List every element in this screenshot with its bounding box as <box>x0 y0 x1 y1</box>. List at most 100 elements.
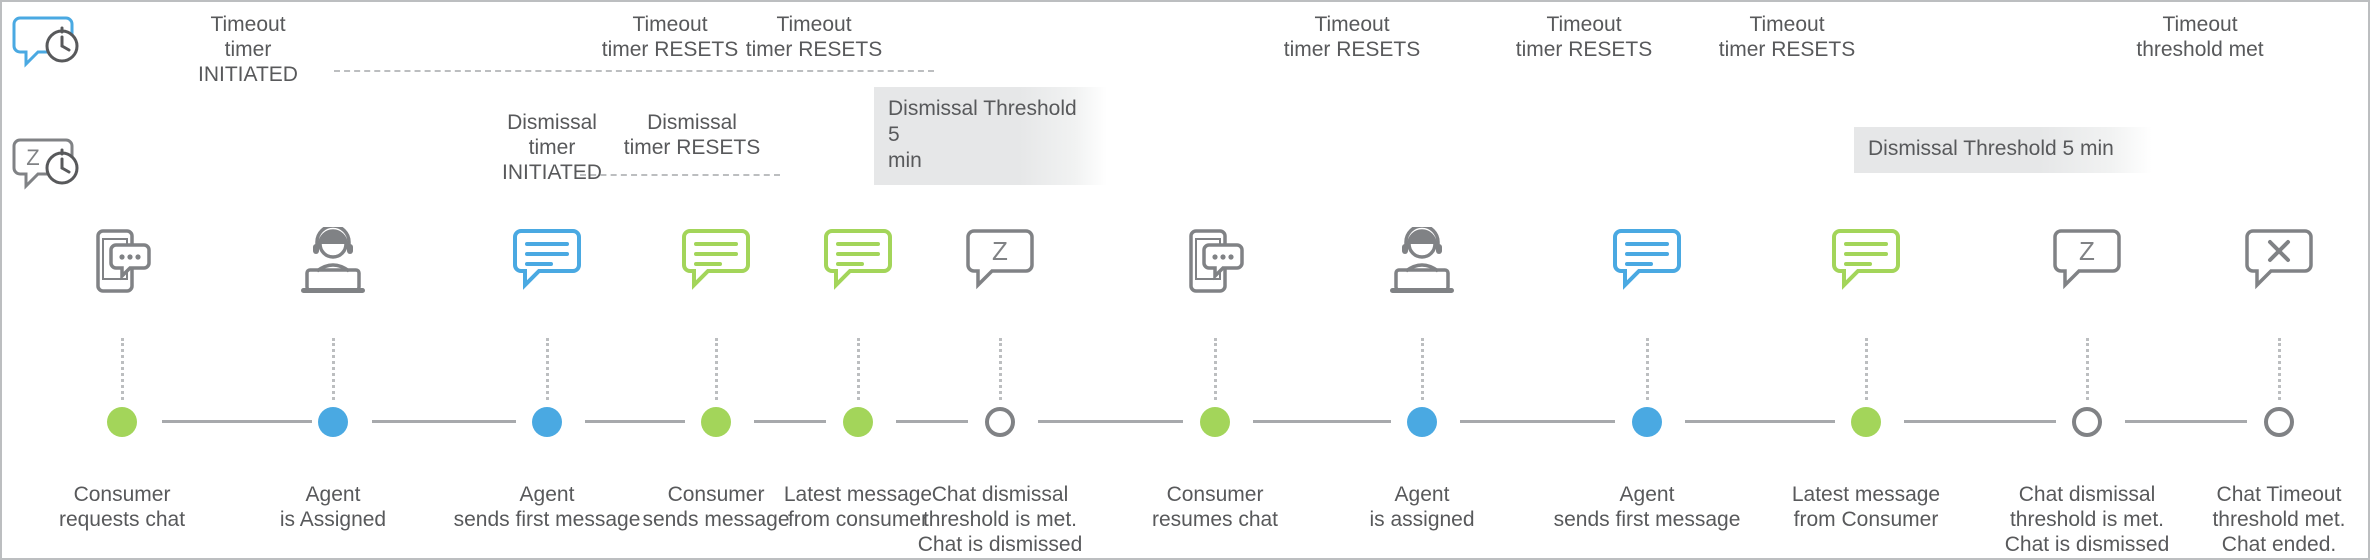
anno-timeout-threshold-met: Timeout threshold met <box>2125 12 2275 62</box>
timeout-dash-connector-1 <box>334 70 934 72</box>
anno-line: timer <box>528 136 576 159</box>
step-tick <box>1421 338 1424 400</box>
anno-line: INITIATED <box>198 63 298 86</box>
mobile-chat-icon <box>1189 229 1244 293</box>
anno-line: Timeout <box>210 13 286 36</box>
timeline-segment <box>162 420 312 423</box>
step-icon-chat-timeout-threshold-met <box>2241 227 2317 296</box>
chat-bubble-lines-icon <box>1832 229 1900 290</box>
step-icon-agent-sends-first-message-1 <box>509 227 585 296</box>
sleep-bubble-icon: Z <box>966 229 1034 290</box>
anno-dismissal-initiated: Dismissal timer INITIATED <box>492 110 612 185</box>
anno-timeout-resets-1: Timeout timer RESETS <box>600 12 740 62</box>
anno-line: Timeout <box>776 13 852 36</box>
step-icon-latest-message-from-consumer-1 <box>820 227 896 296</box>
mobile-chat-icon <box>96 229 151 293</box>
anno-line: INITIATED <box>502 161 602 184</box>
anno-line: timer <box>224 38 272 61</box>
step-tick <box>2278 338 2281 400</box>
caption-line: threshold is met. <box>922 508 1078 531</box>
anno-line: threshold met <box>2136 38 2264 61</box>
anno-line: Dismissal <box>507 111 597 134</box>
timeline-segment <box>1460 420 1615 423</box>
threshold-line: Dismissal Threshold 5 <box>888 97 1077 146</box>
anno-line: timer RESETS <box>1515 38 1653 61</box>
timeline-node-chat-timeout-threshold-met[interactable] <box>2264 407 2294 437</box>
step-tick <box>715 338 718 400</box>
step-tick <box>121 338 124 400</box>
caption-line: Latest message <box>783 483 933 506</box>
svg-text:Z: Z <box>26 145 39 170</box>
step-icon-consumer-requests-chat <box>84 227 160 302</box>
step-icon-consumer-sends-message <box>678 227 754 296</box>
caption-line: Chat dismissal <box>2018 483 2156 506</box>
timeout-timer-legend <box>12 10 84 79</box>
dismissal-dash-connector-1 <box>580 174 780 176</box>
timeline-node-agent-is-assigned-2[interactable] <box>1407 407 1437 437</box>
anno-line: Dismissal <box>647 111 737 134</box>
step-tick <box>2086 338 2089 400</box>
step-icon-agent-sends-first-message-2 <box>1609 227 1685 296</box>
step-tick <box>1865 338 1868 400</box>
caption-line: threshold met. <box>2212 508 2346 531</box>
timeline-node-consumer-requests-chat[interactable] <box>107 407 137 437</box>
threshold-line: Dismissal Threshold 5 min <box>1868 137 2114 160</box>
step-icon-agent-is-assigned-2 <box>1384 224 1460 302</box>
step-tick <box>1214 338 1217 400</box>
timeline-segment <box>896 420 968 423</box>
chat-clock-icon <box>12 16 79 68</box>
anno-timeout-resets-3: Timeout timer RESETS <box>1282 12 1422 62</box>
caption-line: Chat ended. <box>2221 533 2337 556</box>
timeline-node-agent-sends-first-message-2[interactable] <box>1632 407 1662 437</box>
step-tick <box>332 338 335 400</box>
caption-line: Chat is dismissed <box>917 533 1083 556</box>
anno-timeout-resets-4: Timeout timer RESETS <box>1514 12 1654 62</box>
caption-line: Agent <box>1394 483 1450 506</box>
anno-line: Timeout <box>2162 13 2238 36</box>
chat-bubble-lines-icon <box>1613 229 1681 290</box>
caption-line: Agent <box>305 483 361 506</box>
anno-line: timer RESETS <box>1718 38 1856 61</box>
timeline-node-latest-message-from-consumer-1[interactable] <box>843 407 873 437</box>
anno-timeout-initiated: Timeout timer INITIATED <box>188 12 308 87</box>
dismissal-timer-legend: Z <box>12 132 84 201</box>
caption-line: sends message <box>642 508 790 531</box>
timeline-node-agent-is-assigned[interactable] <box>318 407 348 437</box>
timeline-node-latest-message-from-consumer-2[interactable] <box>1851 407 1881 437</box>
svg-text:Z: Z <box>2079 236 2095 266</box>
dismissal-threshold-box-1: Dismissal Threshold 5 min <box>874 87 1107 185</box>
caption-line: Consumer <box>73 483 171 506</box>
timeline-segment <box>1038 420 1183 423</box>
timeline-node-chat-dismissal-threshold-met-2[interactable] <box>2072 407 2102 437</box>
timeline-node-chat-dismissal-threshold-met-1[interactable] <box>985 407 1015 437</box>
sleep-clock-icon: Z <box>12 138 79 190</box>
anno-line: timer RESETS <box>601 38 739 61</box>
step-icon-agent-is-assigned <box>295 224 371 302</box>
caption-line: requests chat <box>58 508 186 531</box>
timeline-segment <box>1685 420 1835 423</box>
timeline-node-consumer-resumes-chat[interactable] <box>1200 407 1230 437</box>
chat-bubble-lines-icon <box>824 229 892 290</box>
caption-line: Agent <box>1619 483 1675 506</box>
sleep-bubble-icon: Z <box>2053 229 2121 290</box>
timeline-segment <box>585 420 685 423</box>
timeline-segment <box>1253 420 1391 423</box>
caption-line: Chat Timeout <box>2216 483 2342 506</box>
timeline-node-consumer-sends-message[interactable] <box>701 407 731 437</box>
timeline-node-agent-sends-first-message-1[interactable] <box>532 407 562 437</box>
anno-timeout-resets-5: Timeout timer RESETS <box>1717 12 1857 62</box>
caption-line: threshold is met. <box>2009 508 2165 531</box>
agent-headset-icon <box>1390 224 1454 293</box>
caption-line: Chat dismissal <box>931 483 1069 506</box>
